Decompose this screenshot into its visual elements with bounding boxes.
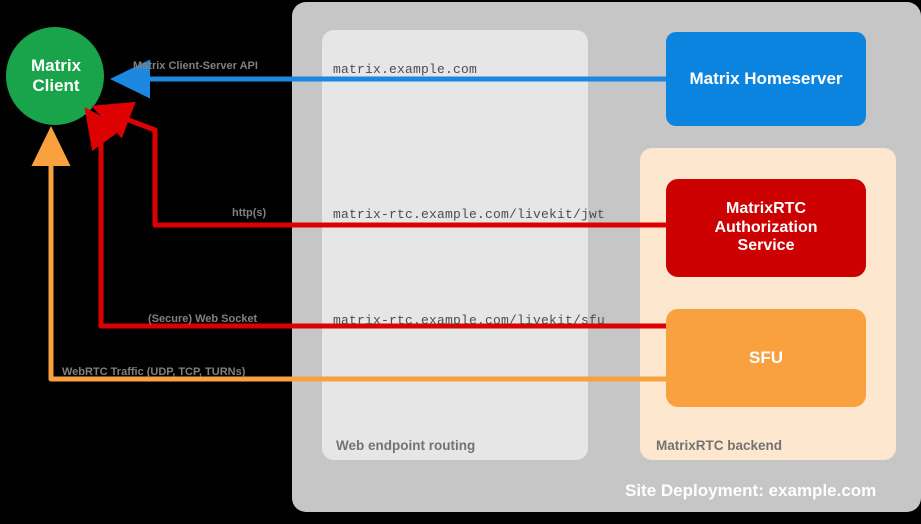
edge-label-client-server-api: Matrix Client-Server API [133,60,258,72]
web-endpoint-routing-label: Web endpoint routing [336,438,476,453]
web-endpoint-routing-container [322,30,588,460]
edge-label-jwt-http: http(s) [232,207,267,219]
edge-jwt-http [91,101,666,228]
endpoint-label-livekit-jwt: matrix-rtc.example.com/livekit/jwt [333,207,606,222]
matrix-homeserver-node[interactable] [666,32,866,126]
matrixrtc-authorization-service-node[interactable] [666,179,866,277]
matrix-client-node[interactable] [6,27,104,125]
edge-webrtc-traffic [31,125,666,382]
endpoint-label-livekit-sfu: matrix-rtc.example.com/livekit/sfu [333,313,606,328]
sfu-node[interactable] [666,309,866,407]
endpoint-label-matrix-example-com: matrix.example.com [333,62,478,77]
edge-label-sfu-websocket: (Secure) Web Socket [148,313,258,325]
matrixrtc-backend-label: MatrixRTC backend [656,438,783,453]
edge-sfu-websocket [84,107,666,329]
edge-label-webrtc-traffic: WebRTC Traffic (UDP, TCP, TURNs) [62,366,246,378]
site-deployment-label: Site Deployment: example.com [625,481,877,500]
